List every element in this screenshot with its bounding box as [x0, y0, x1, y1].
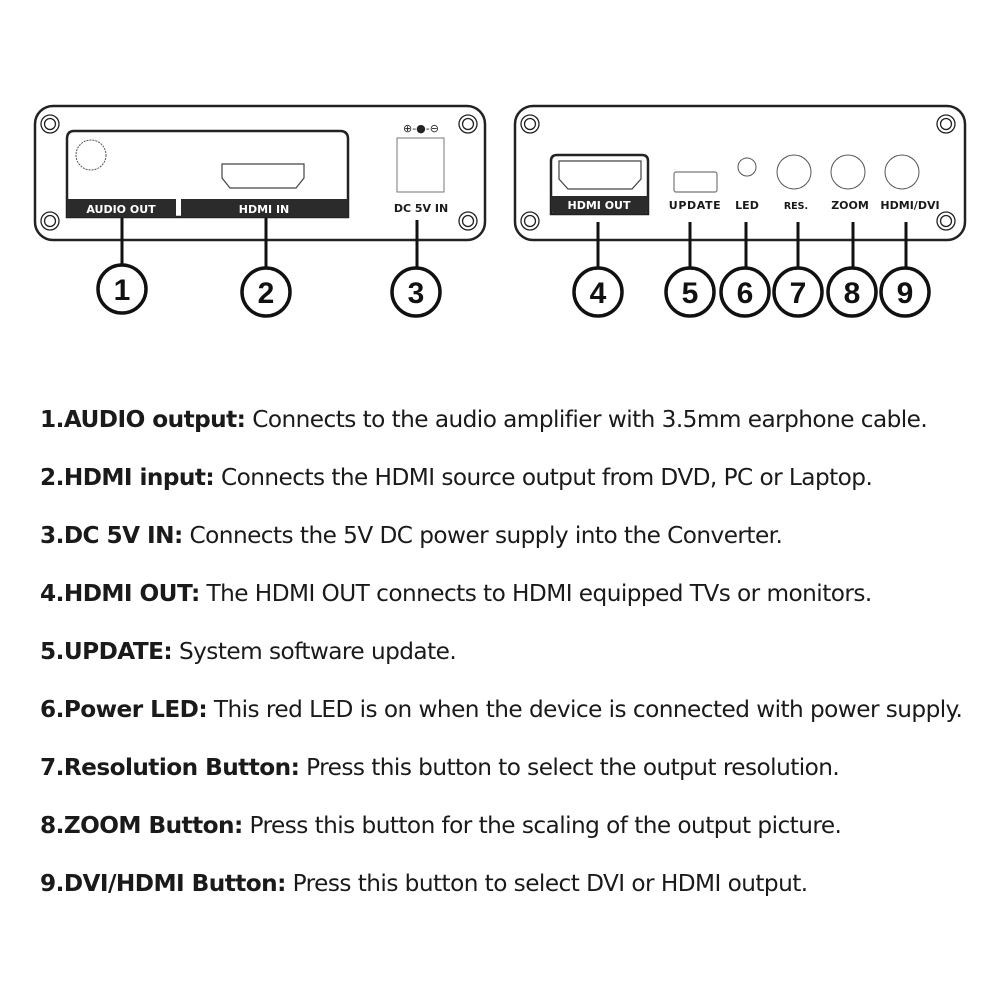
- zoom-button-icon: [830, 154, 866, 190]
- item-text: Press this button for the scaling of the…: [242, 812, 842, 839]
- description-item-4: 4.HDMI OUT: The HDMI OUT connects to HDM…: [40, 580, 872, 607]
- svg-text:2: 2: [258, 277, 275, 310]
- description-item-5: 5.UPDATE: System software update.: [40, 638, 457, 665]
- screw-icon: [40, 114, 478, 231]
- svg-text:6: 6: [737, 277, 754, 310]
- audio-jack-icon: [75, 139, 107, 171]
- item-text: The HDMI OUT connects to HDMI equipped T…: [199, 580, 873, 607]
- hdmi-dvi-label: HDMI/DVI: [880, 199, 939, 212]
- item-title: HDMI OUT:: [63, 580, 200, 607]
- dc-jack-icon: [396, 137, 445, 193]
- callout-4: 4: [572, 266, 624, 318]
- callout-5: 5: [664, 266, 716, 318]
- item-title: DVI/HDMI Button:: [63, 870, 287, 897]
- item-title: UPDATE:: [63, 638, 173, 665]
- res-label: RES.: [784, 201, 808, 212]
- hdmi-out-label: HDMI OUT: [568, 199, 631, 212]
- svg-text:5: 5: [682, 277, 699, 310]
- dc-in-label: DC 5V IN: [394, 202, 448, 215]
- front-panel: AUDIO OUT HDMI IN ⊕-●-⊖ DC 5V IN: [33, 104, 487, 269]
- screw-icon: [520, 114, 956, 231]
- res-button-icon: [776, 154, 812, 190]
- device-diagram: AUDIO OUT HDMI IN ⊕-●-⊖ DC 5V IN HDMI OU…: [33, 104, 967, 318]
- item-text: Connects the HDMI source output from DVD…: [214, 464, 873, 491]
- item-number: 3.: [40, 522, 64, 549]
- callout-6: 6: [719, 266, 771, 318]
- description-item-9: 9.DVI/HDMI Button: Press this button to …: [40, 870, 808, 897]
- description-item-3: 3.DC 5V IN: Connects the 5V DC power sup…: [40, 522, 783, 549]
- item-number: 5.: [40, 638, 64, 665]
- hdmi-in-label-bar: [181, 199, 348, 217]
- callout-3: 3: [390, 266, 442, 318]
- svg-text:7: 7: [790, 277, 807, 310]
- item-number: 8.: [40, 812, 64, 839]
- item-title: Resolution Button:: [63, 754, 300, 781]
- polarity-icon: ⊕-●-⊖: [403, 122, 439, 135]
- item-number: 2.: [40, 464, 64, 491]
- item-text: System software update.: [172, 638, 457, 665]
- hdmi-out-port-icon: [558, 160, 642, 190]
- item-number: 9.: [40, 870, 64, 897]
- led-icon: [737, 157, 757, 177]
- callout-8: 8: [826, 266, 878, 318]
- callout-9: 9: [879, 266, 931, 318]
- svg-text:8: 8: [844, 277, 861, 310]
- description-item-6: 6.Power LED: This red LED is on when the…: [40, 696, 963, 723]
- callouts: 1 2 3 4 5 6 7 8: [96, 263, 931, 318]
- svg-text:1: 1: [114, 274, 131, 307]
- svg-text:9: 9: [897, 277, 914, 310]
- callout-2: 2: [240, 266, 292, 318]
- rear-panel: HDMI OUT UPDATE LED RES. ZOOM HDMI/DVI: [513, 104, 967, 270]
- item-number: 1.: [40, 406, 64, 433]
- item-number: 6.: [40, 696, 64, 723]
- item-text: Connects to the audio amplifier with 3.5…: [245, 406, 928, 433]
- item-text: Connects the 5V DC power supply into the…: [182, 522, 783, 549]
- svg-text:3: 3: [408, 277, 425, 310]
- item-title: Power LED:: [63, 696, 208, 723]
- description-item-8: 8.ZOOM Button: Press this button for the…: [40, 812, 842, 839]
- item-text: Press this button to select the output r…: [299, 754, 840, 781]
- item-number: 4.: [40, 580, 64, 607]
- description-item-2: 2.HDMI input: Connects the HDMI source o…: [40, 464, 873, 491]
- item-title: AUDIO output:: [63, 406, 246, 433]
- description-item-1: 1.AUDIO output: Connects to the audio am…: [40, 406, 928, 433]
- callout-1: 1: [96, 263, 148, 315]
- audio-out-label-bar: [67, 199, 176, 217]
- item-text: Press this button to select DVI or HDMI …: [285, 870, 809, 897]
- update-port-icon: [673, 171, 718, 193]
- description-item-7: 7.Resolution Button: Press this button t…: [40, 754, 840, 781]
- item-text: This red LED is on when the device is co…: [207, 696, 963, 723]
- item-number: 7.: [40, 754, 64, 781]
- item-title: HDMI input:: [63, 464, 215, 491]
- zoom-label: ZOOM: [831, 199, 869, 212]
- item-title: DC 5V IN:: [63, 522, 183, 549]
- hdmi-dvi-button-icon: [884, 154, 920, 190]
- led-label: LED: [735, 199, 759, 212]
- hdmi-in-label: HDMI IN: [239, 203, 290, 216]
- audio-out-label: AUDIO OUT: [86, 203, 156, 216]
- callout-7: 7: [772, 266, 824, 318]
- hdmi-port-icon: [221, 163, 305, 189]
- update-label: UPDATE: [669, 199, 721, 212]
- item-title: ZOOM Button:: [63, 812, 243, 839]
- svg-text:4: 4: [590, 277, 607, 310]
